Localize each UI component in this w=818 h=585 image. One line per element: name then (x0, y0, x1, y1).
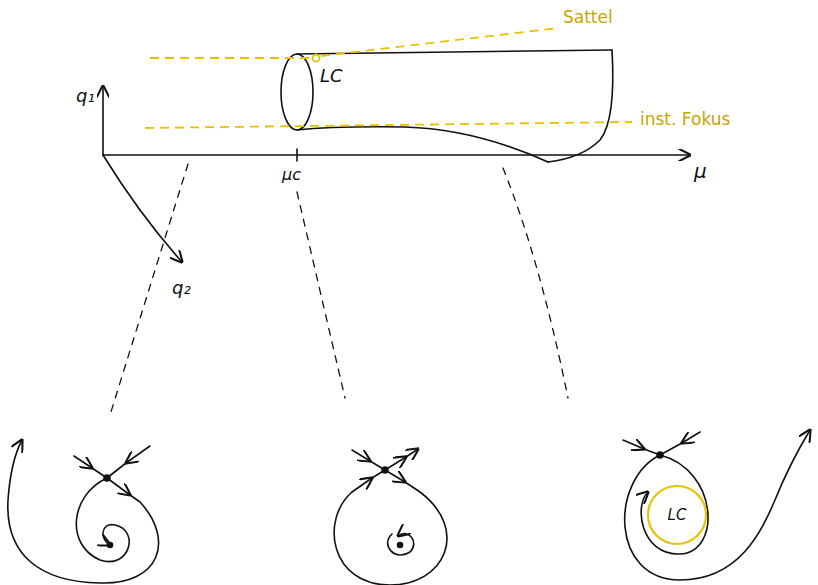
saddle-point (313, 55, 320, 62)
saddle-branch (150, 57, 311, 59)
limit-cycle-label: LC (320, 66, 343, 86)
phase-portrait (623, 430, 810, 580)
focus-label: inst. Fokus (640, 110, 730, 129)
parameter-label: μc (282, 166, 301, 184)
saddle-branch (321, 28, 558, 56)
leader-line (297, 192, 345, 398)
mu-axis (103, 154, 690, 156)
tube-end (548, 50, 613, 162)
limit-cycle (648, 486, 706, 544)
axis-label: q₁ (76, 86, 95, 106)
focus-branch (145, 122, 632, 128)
phase-portrait (334, 449, 447, 585)
axis-tick (296, 149, 298, 161)
q1-axis (102, 86, 104, 155)
leader-line (503, 168, 568, 398)
axis-label: μ (694, 160, 707, 182)
tube-bottom (297, 127, 548, 162)
q2-axis (103, 155, 182, 262)
saddle-label: Sattel (563, 8, 613, 27)
limit-cycle-ellipse (281, 54, 313, 130)
axis-label: q₂ (172, 278, 191, 298)
phase-portrait (8, 440, 159, 583)
limit-cycle-label: LC (666, 507, 689, 524)
